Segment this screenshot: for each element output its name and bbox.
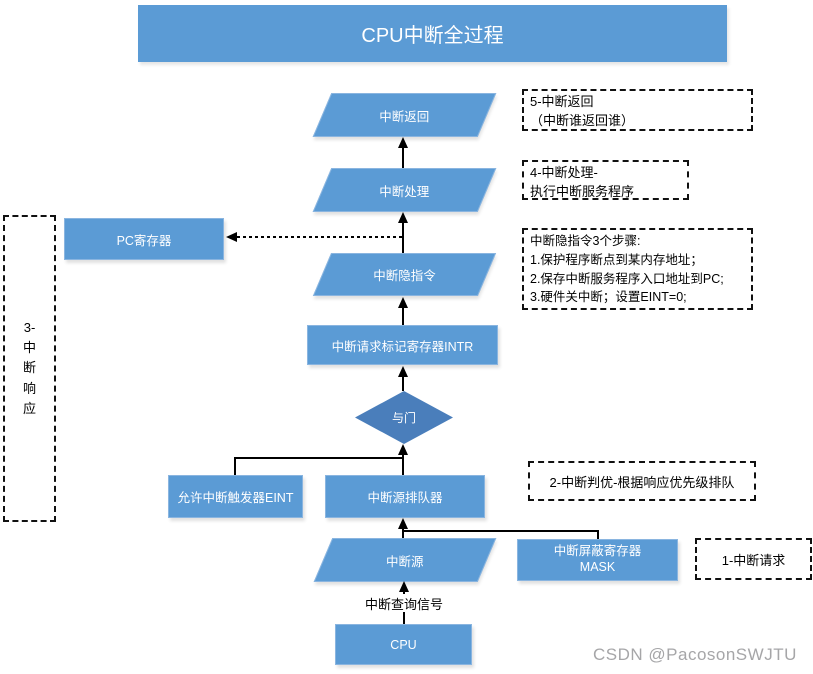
annotation-implied-line1: 中断隐指令3个步骤:	[530, 234, 641, 248]
node-interrupt-handling: 中断处理	[312, 168, 497, 212]
node-and-gate-label: 与门	[391, 411, 416, 425]
node-pc-register-label: PC寄存器	[116, 233, 172, 248]
node-mask-register-line2: MASK	[579, 560, 616, 574]
node-pc-register: PC寄存器	[64, 218, 224, 260]
connector-source-stub	[402, 530, 404, 539]
node-intr-register: 中断请求标记寄存器INTR	[307, 325, 498, 365]
annotation-step3-char: 应	[22, 400, 36, 416]
diagram-title: CPU中断全过程	[138, 5, 727, 62]
connector-eint-elbow-v	[234, 457, 236, 475]
node-cpu: CPU	[335, 624, 472, 665]
connector-intr-to-implied	[402, 307, 404, 325]
annotation-step2-text: 2-中断判优-根据响应优先级排队	[549, 474, 735, 490]
node-mask-register-line1: 中断屏蔽寄存器	[553, 544, 642, 559]
arrow-queue-to-gate	[398, 444, 408, 455]
annotation-implied-line2: 1.保护程序断点到某内存地址；	[530, 252, 703, 267]
node-eint-trigger: 允许中断触发器EINT	[168, 475, 303, 518]
node-interrupt-source-label: 中断源	[386, 554, 424, 569]
annotation-step3-interrupt-response: 3- 中 断 响 应	[3, 215, 56, 522]
annotation-step3-char: 断	[22, 360, 36, 376]
node-intr-register-label: 中断请求标记寄存器INTR	[331, 339, 474, 354]
node-mask-register: 中断屏蔽寄存器 MASK	[517, 539, 678, 581]
node-cpu-label: CPU	[390, 637, 417, 652]
arrow-handling-to-return	[398, 137, 408, 148]
annotation-step3-char: 响	[22, 380, 36, 396]
arrow-gate-to-intr	[398, 366, 408, 377]
connector-implied-to-handling	[402, 222, 404, 253]
connector-source-mask-elbow-h	[402, 530, 599, 532]
node-and-gate: 与门	[355, 391, 453, 444]
annotation-step4-handling: 4-中断处理- 执行中断服务程序	[522, 160, 689, 200]
query-signal-label: 中断查询信号	[353, 594, 455, 613]
arrow-to-pc-register	[226, 232, 237, 242]
arrow-source-to-queue	[398, 518, 408, 529]
annotation-step5-line2: （中断谁返回谁）	[530, 112, 635, 128]
annotation-step5-line1: 5-中断返回	[530, 94, 594, 109]
node-interrupt-source: 中断源	[313, 538, 497, 582]
diagram-title-text: CPU中断全过程	[361, 25, 504, 47]
annotation-step3-char: 3-	[23, 320, 36, 336]
connector-queue-to-gate	[402, 454, 404, 475]
annotation-step5-return: 5-中断返回 （中断谁返回谁）	[522, 89, 753, 131]
annotation-step4-line1: 4-中断处理-	[530, 165, 598, 180]
annotation-step2-priority: 2-中断判优-根据响应优先级排队	[528, 461, 756, 501]
connector-dashed-to-pc	[237, 236, 403, 238]
node-interrupt-return: 中断返回	[312, 93, 497, 137]
connector-cpu-line	[403, 612, 405, 624]
node-eint-trigger-label: 允许中断触发器EINT	[177, 491, 294, 505]
arrow-intr-to-implied	[398, 297, 408, 308]
node-implied-instruction-label: 中断隐指令	[373, 269, 436, 283]
node-interrupt-return-label: 中断返回	[379, 109, 430, 124]
connector-cpu-arrow-tail	[403, 591, 405, 595]
node-interrupt-handling-label: 中断处理	[379, 184, 430, 199]
connector-gate-to-intr	[402, 376, 404, 391]
connector-eint-elbow-h	[234, 457, 403, 459]
node-source-queue-label: 中断源排队器	[367, 491, 443, 505]
annotation-step3-char: 中	[22, 340, 36, 356]
annotation-implied-line3: 2.保存中断服务程序入口地址到PC;	[530, 271, 724, 286]
annotation-step1-text: 1-中断请求	[721, 552, 786, 568]
connector-handling-to-return	[402, 147, 404, 168]
csdn-watermark: CSDN @PacosonSWJTU	[593, 645, 797, 664]
annotation-step4-line2: 执行中断服务程序	[530, 183, 635, 199]
arrow-cpu-to-source	[399, 581, 409, 592]
node-source-queue: 中断源排队器	[325, 475, 485, 518]
annotation-step1-request: 1-中断请求	[695, 538, 812, 580]
arrow-implied-to-handling	[398, 212, 408, 223]
connector-mask-stub	[597, 530, 599, 540]
annotation-implied-line4: 3.硬件关中断；设置EINT=0;	[530, 290, 687, 305]
annotation-implied-steps: 中断隐指令3个步骤: 1.保护程序断点到某内存地址； 2.保存中断服务程序入口地…	[522, 228, 753, 310]
node-implied-instruction: 中断隐指令	[312, 253, 497, 296]
